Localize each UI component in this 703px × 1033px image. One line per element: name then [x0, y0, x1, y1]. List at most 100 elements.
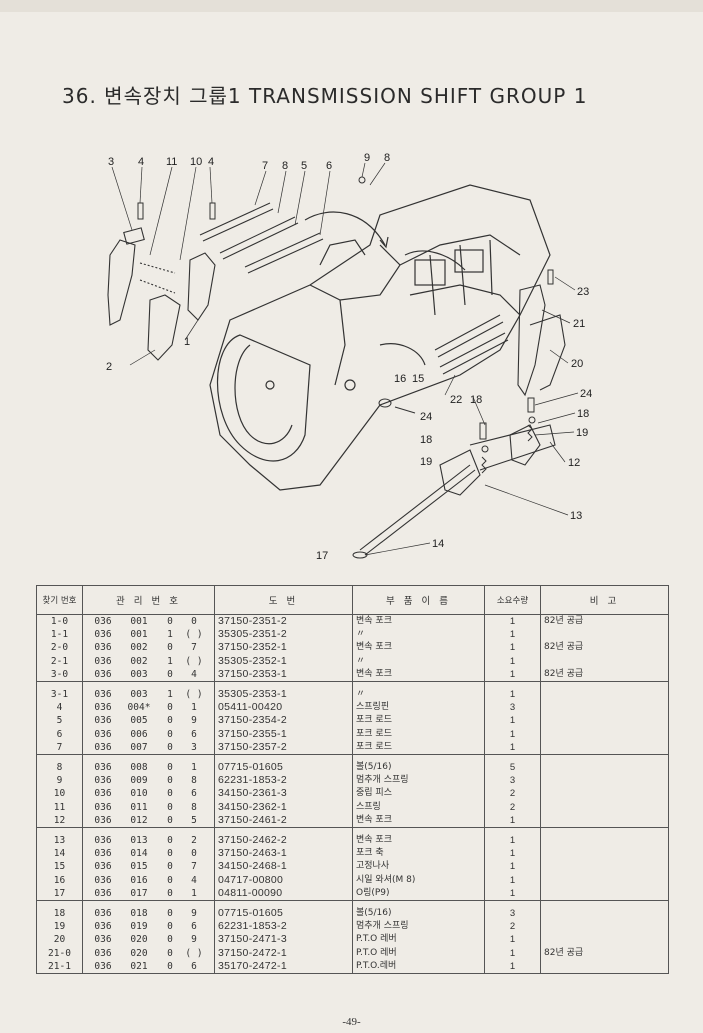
drawing-number: 37150-2355-1: [214, 727, 353, 741]
control-code-4: 6: [191, 728, 197, 740]
remarks: [540, 654, 669, 668]
remarks: [540, 813, 669, 829]
control-code-2: 001: [130, 616, 148, 627]
find-number: 16: [36, 873, 83, 887]
quantity: 1: [484, 667, 541, 683]
control-code-1: 036: [94, 689, 112, 701]
control-code-2: 013: [130, 835, 148, 847]
remarks: [540, 774, 669, 788]
control-code-4: 1: [191, 702, 197, 714]
part-name: P.T.O.레버: [352, 959, 485, 975]
quantity: 1: [484, 886, 541, 902]
find-number: 14: [36, 847, 83, 861]
callout-label: 21: [573, 318, 585, 330]
control-code-4: ( ): [185, 947, 203, 959]
control-code-2: 020: [130, 934, 148, 946]
quantity: 5: [484, 754, 541, 775]
control-code-4: ( ): [185, 689, 203, 701]
control-code-4: 9: [191, 715, 197, 727]
find-number: 4: [36, 701, 83, 715]
remarks: [540, 847, 669, 861]
quantity: 1: [484, 873, 541, 887]
find-number: 2-0: [36, 641, 83, 655]
control-code-4: 6: [191, 788, 197, 800]
part-name: P.T.O 레버: [352, 946, 485, 960]
transmission-case-drawing: [209, 184, 551, 491]
control-code-3: 1: [167, 655, 173, 667]
control-code-3: 0: [167, 775, 173, 787]
control-code-1: 036: [94, 848, 112, 860]
quantity: 1: [484, 641, 541, 655]
callout-label: 10: [190, 156, 202, 168]
part-name: 시일 와셔(M 8): [352, 873, 485, 887]
control-code-1: 036: [94, 762, 112, 774]
control-code-3: 0: [167, 947, 173, 959]
control-code-3: 0: [167, 887, 173, 899]
control-code-4: 7: [191, 642, 197, 654]
drawing-number: 37150-2462-2: [214, 827, 353, 848]
drawing-number: 37150-2354-2: [214, 714, 353, 728]
remarks: 82년 공급: [540, 946, 669, 960]
page-title: 36. 변속장치 그룹1 TRANSMISSION SHIFT GROUP 1: [62, 84, 588, 108]
callout-label: 3: [108, 156, 114, 168]
callout-labels: 3 4 11 10 4 7 8 5 6 9 8 23 21 20 24 18 1…: [106, 152, 592, 562]
callout-label: 2: [106, 361, 112, 373]
header-find-no: 찾기 번호: [36, 585, 83, 615]
control-code-4: 8: [191, 801, 197, 813]
part-name: 변속 포크: [352, 641, 485, 655]
callout-label: 8: [282, 160, 288, 172]
callout-label: 8: [384, 152, 390, 164]
control-code-2: 012: [130, 814, 148, 826]
callout-label: 18: [420, 434, 432, 446]
table-header-row: 찾기 번호 관 리 번 호 도 번 부 품 이 름 소요수량 비 고: [36, 585, 669, 615]
quantity: 3: [484, 701, 541, 715]
callout-label: 23: [577, 286, 589, 298]
fork-rods-drawing: [199, 202, 509, 556]
control-code-4: ( ): [185, 655, 203, 667]
find-number: 9: [36, 774, 83, 788]
header-part-name: 부 품 이 름: [352, 585, 485, 615]
quantity: 1: [484, 654, 541, 668]
remarks: [540, 827, 669, 848]
part-name: 고정나사: [352, 860, 485, 874]
control-code-4: 0: [191, 616, 197, 627]
control-code-2: 003: [130, 668, 148, 680]
control-code-1: 036: [94, 616, 112, 627]
control-code-2: 017: [130, 887, 148, 899]
part-name: P.T.O 레버: [352, 933, 485, 947]
part-name: 스프링핀: [352, 701, 485, 715]
control-code-4: 2: [191, 835, 197, 847]
find-number: 20: [36, 933, 83, 947]
part-name: 볼(5/16): [352, 754, 485, 775]
control-code-2: 010: [130, 788, 148, 800]
control-code-1: 036: [94, 629, 112, 641]
find-number: 21-1: [36, 959, 83, 975]
exploded-parts-diagram: 3 4 11 10 4 7 8 5 6 9 8 23 21 20 24 18 1…: [106, 152, 592, 562]
control-code-2: 020: [130, 947, 148, 959]
pto-lever-drawing: [439, 284, 566, 496]
control-code-3: 0: [167, 642, 173, 654]
drawing-number: 37150-2352-1: [214, 641, 353, 655]
control-code-1: 036: [94, 960, 112, 972]
control-code-2: 018: [130, 908, 148, 920]
quantity: 1: [484, 813, 541, 829]
control-code-1: 036: [94, 934, 112, 946]
control-code-4: 6: [191, 960, 197, 972]
part-name: 포크 축: [352, 847, 485, 861]
find-number: 3-1: [36, 681, 83, 702]
find-number: 6: [36, 727, 83, 741]
